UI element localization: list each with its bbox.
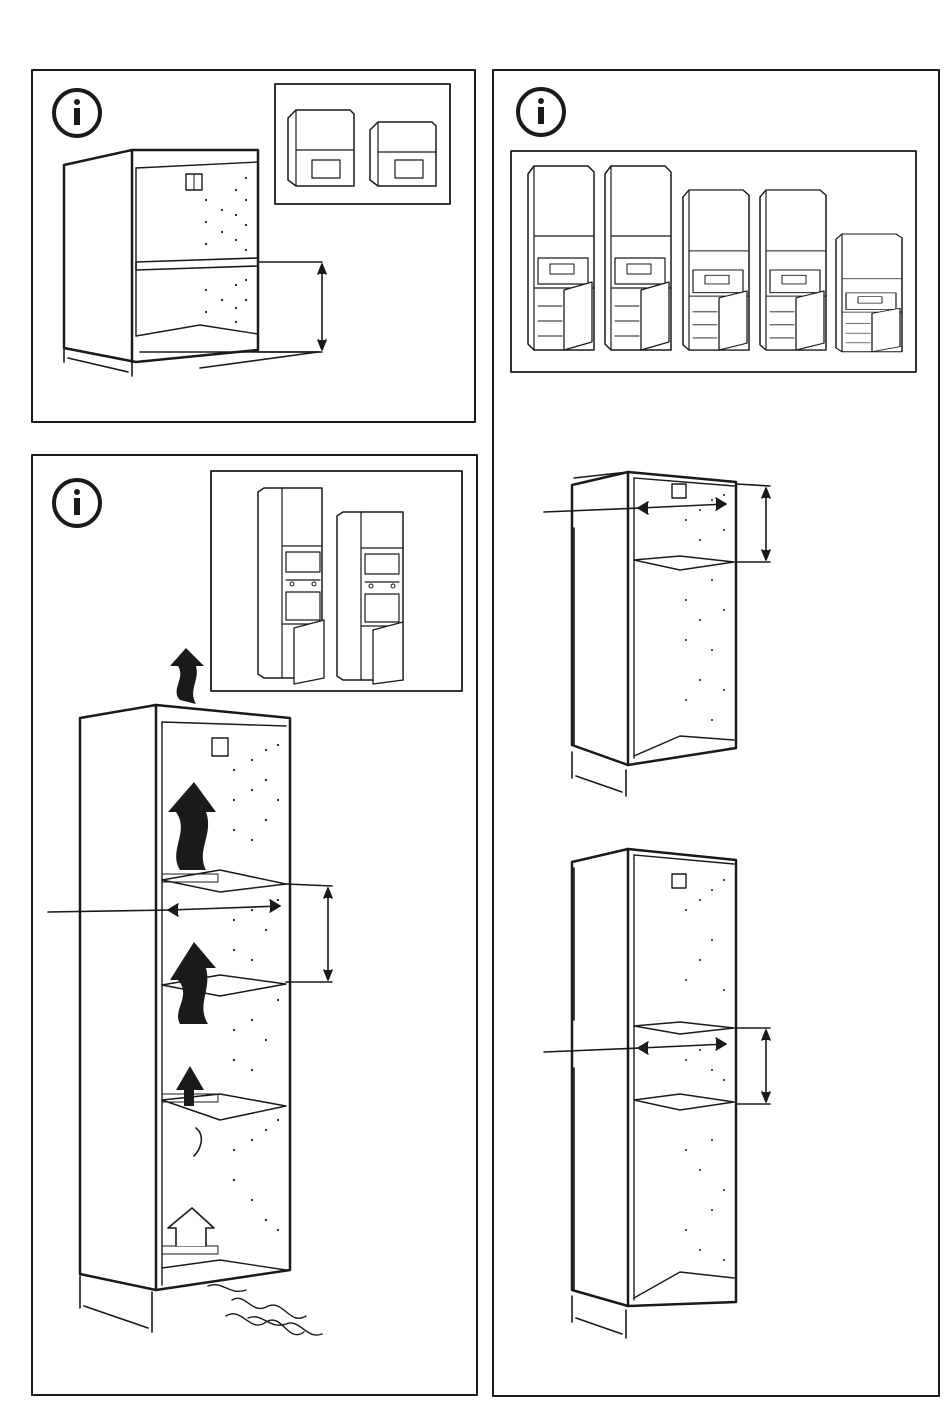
shelf-height-dimension: [286, 884, 332, 982]
double-oven-high-cabinets-inset: [211, 471, 462, 691]
wall-cabinet-carcass: [64, 150, 258, 362]
panel-microwave-wall-cabinet: [32, 70, 475, 422]
panel-high-cabinet-ventilation: [32, 455, 477, 1395]
five-high-cabinets-inset: [511, 151, 916, 372]
carcass-depth-dimension: [80, 1276, 152, 1332]
microwave-wall-cabinets-inset: [275, 84, 450, 204]
panel-high-cabinet-variants: [493, 70, 939, 1396]
info-icon: [54, 480, 100, 526]
shelf-depth-dimension: [48, 900, 280, 1270]
high-cabinet-top-shelf: [544, 472, 770, 796]
info-icon: [518, 89, 564, 135]
info-icon: [54, 90, 100, 136]
depth-dimension-arrow: [64, 348, 320, 376]
height-dimension-arrow: [258, 262, 326, 352]
high-cabinet-middle-shelf: [544, 849, 770, 1338]
